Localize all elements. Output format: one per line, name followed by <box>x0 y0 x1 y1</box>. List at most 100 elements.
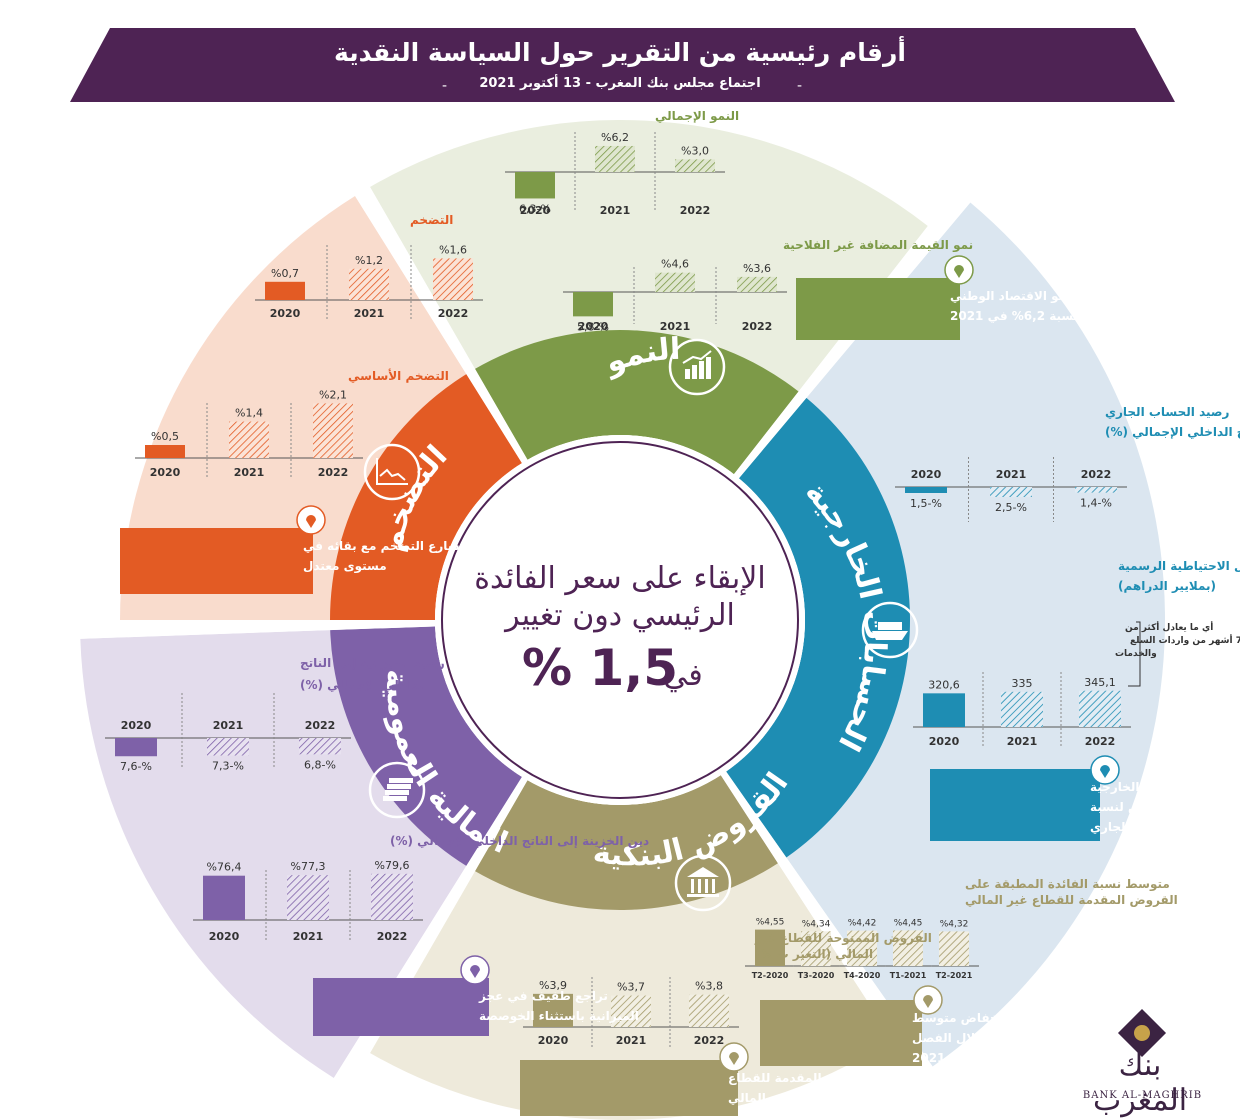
chart-title2: القروض المقدمة للقطاع غير المالي <box>965 893 1178 908</box>
ring-external <box>726 397 910 858</box>
center-prefix: في <box>663 658 702 693</box>
bar-2021 <box>229 421 269 458</box>
sector-icon-ring <box>363 443 421 501</box>
note-inflation-bg <box>120 528 313 594</box>
bar-2020 <box>573 292 613 317</box>
category-label: 2021 <box>660 320 691 333</box>
bar-2021 <box>349 268 389 300</box>
note-growth-line: بنسبة 6,2% في 2021 <box>950 309 1083 323</box>
pin-icon <box>923 995 933 1008</box>
bar-2020 <box>533 993 573 1027</box>
note-external-line: ومستوى منخفض لنسبة <box>1090 800 1229 815</box>
money-stack-icon <box>383 778 413 801</box>
bar-label: %4,45 <box>894 918 923 928</box>
chart-title: الأصول الاحتياطية الرسمية <box>1118 558 1240 574</box>
bar-2022 <box>299 738 341 755</box>
header-banner-bg <box>70 28 1175 102</box>
sector-icon-ring <box>668 338 726 396</box>
category-label: 2021 <box>213 719 244 732</box>
note-credit-line: انخفاض متوسط <box>912 1011 1007 1026</box>
category-label: 2020 <box>270 307 301 320</box>
note-credit2-line: نمو معتدل للقروض المقدمة للقطاع <box>728 1071 940 1086</box>
bar-2020 <box>203 875 245 920</box>
bar-label: %-2,5 <box>995 501 1027 514</box>
bar-2022 <box>371 873 413 920</box>
category-label: 2022 <box>377 930 408 943</box>
bar-chart-icon <box>682 350 712 379</box>
note-credit-bg <box>760 1000 922 1066</box>
bar-label: %3,8 <box>695 980 723 993</box>
pin-icon <box>306 515 316 528</box>
category-label: T1-2021 <box>890 971 927 980</box>
center-rate: 1,5 % <box>522 639 678 697</box>
bar-label: %-1,5 <box>910 497 942 510</box>
bar-2020 <box>905 487 947 493</box>
category-label: T3-2020 <box>798 971 835 980</box>
bar-label: %4,32 <box>940 919 969 929</box>
pin-icon <box>470 965 480 978</box>
category-label: 2021 <box>354 307 385 320</box>
note-inflation-line: تسارع التضخم مع بقائه في <box>303 539 465 553</box>
bar-label: %3,7 <box>617 981 645 994</box>
bar-2021 <box>990 487 1032 497</box>
category-label: 2021 <box>996 468 1027 481</box>
reserves-annotation: أي ما يعادل أكثر من7 أشهر من واردات السل… <box>1115 621 1240 687</box>
ship-icon <box>872 622 908 640</box>
category-label: 2020 <box>911 468 942 481</box>
category-label: 2020 <box>150 466 181 479</box>
bar-2022 <box>1075 487 1117 493</box>
bar-label: %-7,3 <box>212 760 244 773</box>
chart-current_account: رصيد الحساب الجاريإلى الناتج الداخلي الإ… <box>895 405 1240 522</box>
note-credit2-line: غير المالي <box>728 1091 791 1105</box>
category-label: T2-2021 <box>936 971 973 980</box>
category-label: 2021 <box>600 204 631 217</box>
category-label: 2022 <box>318 466 349 479</box>
header-banner-shape <box>70 28 1175 102</box>
category-label: 2020 <box>209 930 240 943</box>
bar-label: %1,6 <box>439 243 467 256</box>
bar-label: %0,5 <box>151 430 179 443</box>
bar-label: %77,3 <box>291 860 326 873</box>
category-label: 2022 <box>1085 735 1116 748</box>
sector-icon-ring <box>368 761 426 819</box>
chart-title: التضخم الأساسي <box>348 368 449 383</box>
note-credit-line: الثاني من سنة 2021 <box>912 1051 1035 1065</box>
bar-2020 <box>265 281 305 300</box>
annotation-line: أي ما يعادل أكثر من <box>1125 621 1213 633</box>
subtitle-dash-right: - <box>797 78 803 94</box>
bar-T1-2021 <box>893 930 923 966</box>
note-fiscal-line: تراجع طفيف في عجز <box>478 989 608 1003</box>
bar-label: %4,6 <box>661 258 689 271</box>
chart-title: نمو القيمة المضافة غير الفلاحية <box>783 238 973 253</box>
bar-label: %4,42 <box>848 919 877 929</box>
category-label: 2020 <box>121 719 152 732</box>
bar-2022 <box>313 403 353 458</box>
pin-icon <box>729 1052 739 1065</box>
ring-inflation <box>330 374 522 620</box>
bar-label: %6,2 <box>601 131 629 144</box>
bar-label: %3,6 <box>743 262 771 275</box>
subtitle-dash-left: - <box>442 78 448 94</box>
bar-label: 335 <box>1012 677 1033 690</box>
note-fiscal-line: الميزانية باستثناء الخوصصة <box>479 1009 639 1024</box>
bar-label: %4,34 <box>802 919 831 929</box>
bar-label: %-6,3 <box>519 202 551 215</box>
line-chart-icon <box>376 458 408 485</box>
bar-label: %3,9 <box>539 979 567 992</box>
bar-2021 <box>611 995 651 1027</box>
pin-icon <box>954 265 964 278</box>
bar-T3-2020 <box>801 931 831 966</box>
bar-label: %-6,8 <box>304 758 336 771</box>
chart-title: القروض الممنوحة للقطاع غير <box>754 931 932 946</box>
bar-label: %3,0 <box>681 144 709 157</box>
chart-title2: المالي (التغير ب %) <box>755 947 873 961</box>
logo-english: BANK AL-MAGHRIB <box>1082 1090 1203 1101</box>
